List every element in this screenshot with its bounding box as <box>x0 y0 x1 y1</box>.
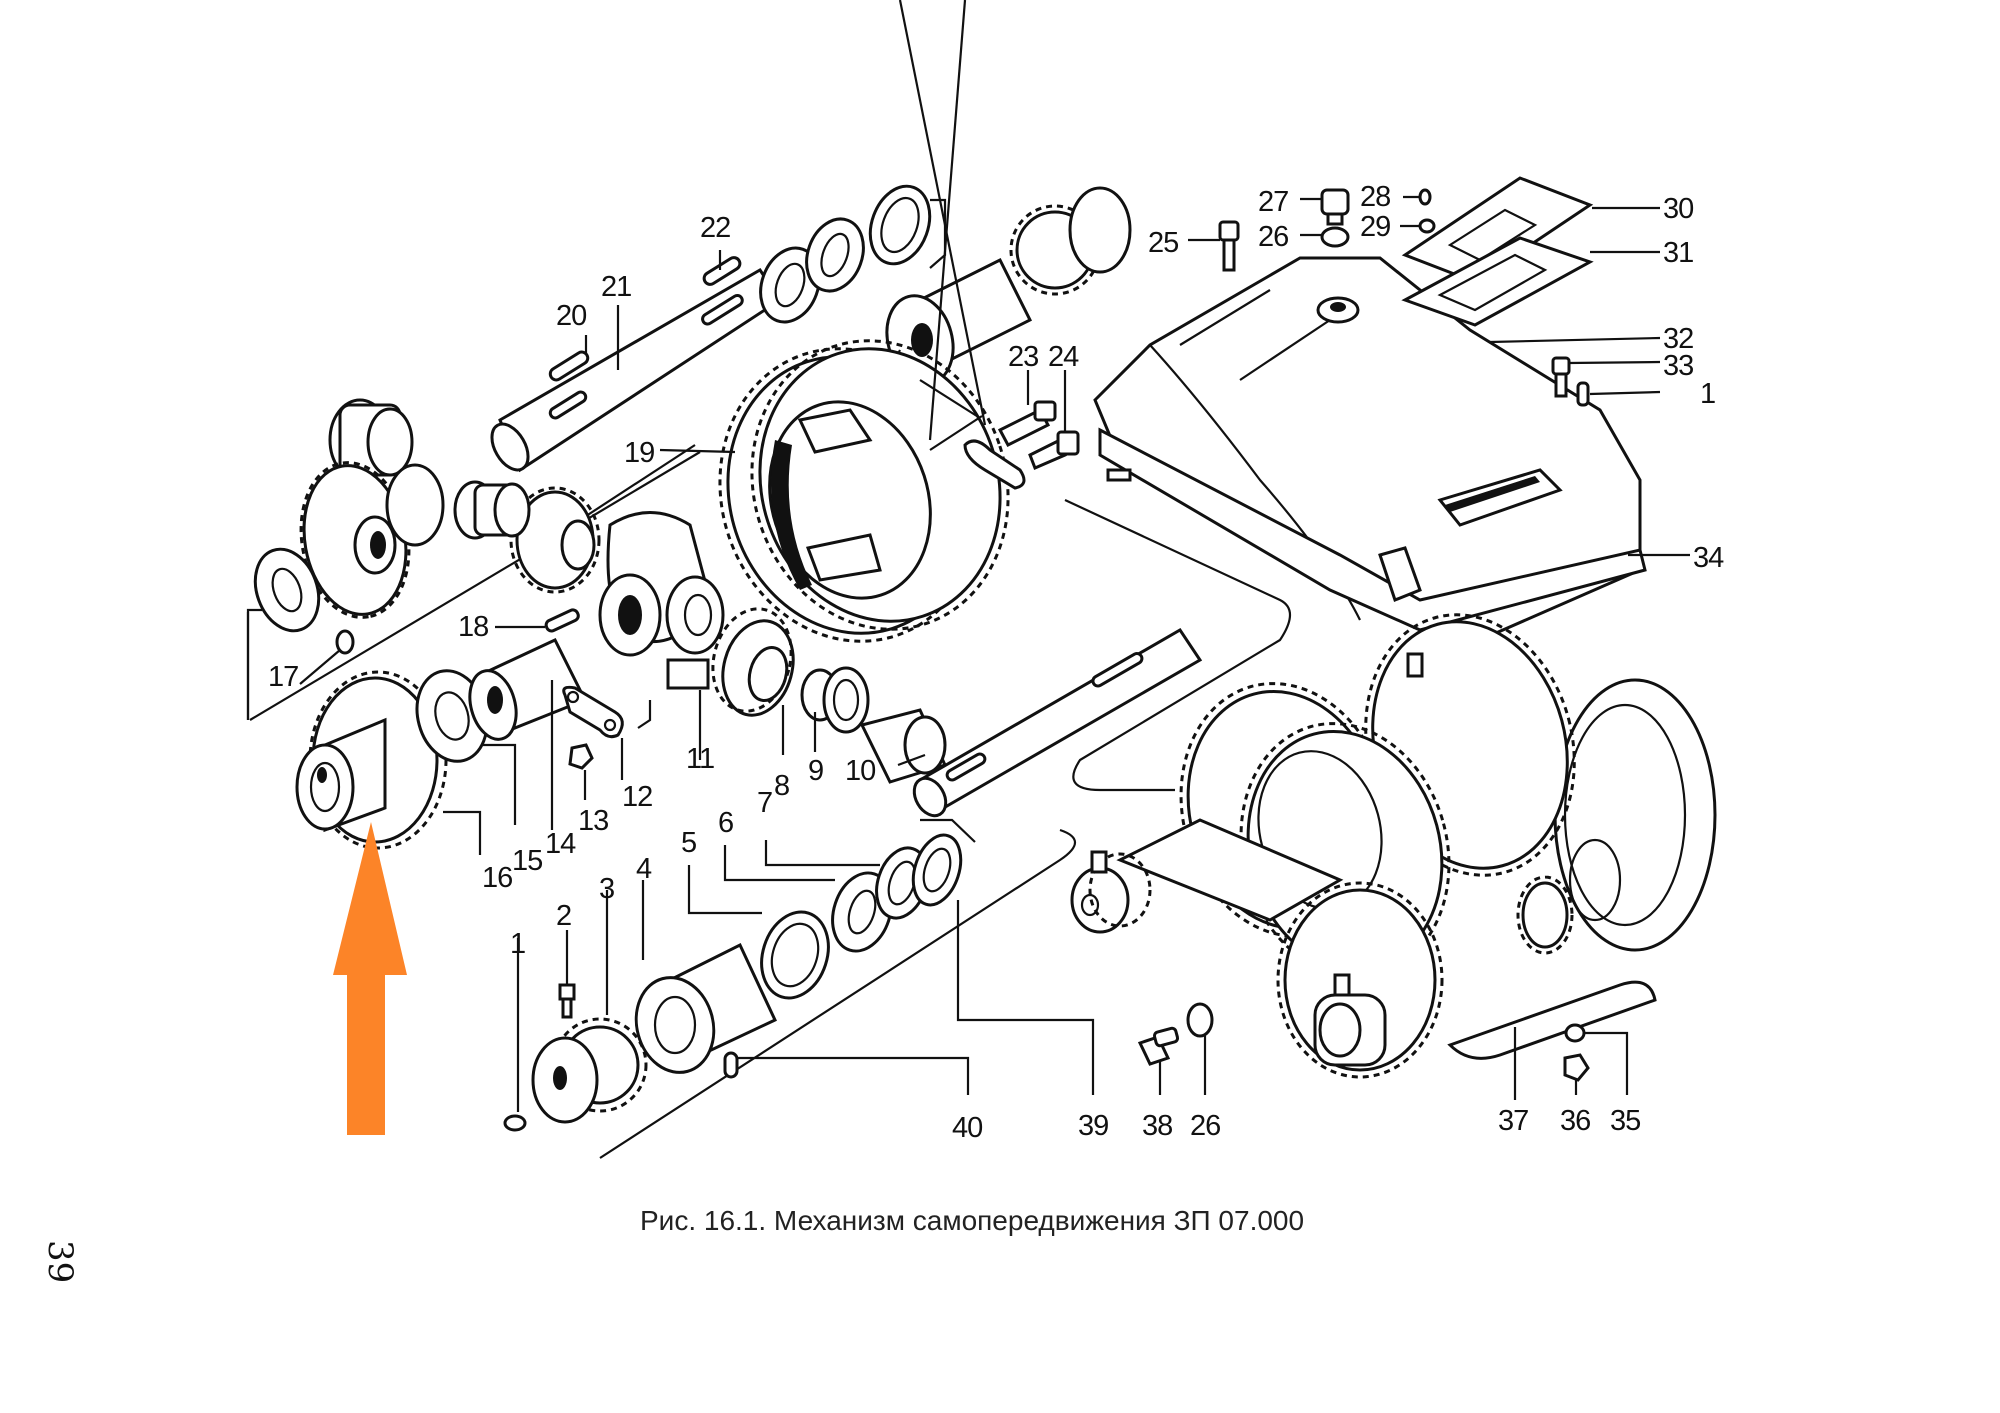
callout-4: 4 <box>636 853 652 885</box>
part-nut-36 <box>1563 1053 1590 1082</box>
callout-19: 19 <box>624 437 654 469</box>
part-bushing-9 <box>800 666 870 734</box>
part-bolt-25 <box>1218 220 1240 272</box>
callout-9: 9 <box>808 755 823 787</box>
part-washer-35 <box>1564 1023 1586 1043</box>
part-bevel-gear-16 <box>295 670 448 850</box>
callout-23: 23 <box>1008 341 1038 373</box>
part-bevel-gear-8 <box>711 607 795 717</box>
callout-39: 39 <box>1078 1110 1108 1142</box>
part-washer-29 <box>1418 218 1436 234</box>
callout-22: 22 <box>700 212 730 244</box>
callout-34: 34 <box>1693 542 1724 574</box>
callout-13: 13 <box>578 805 608 837</box>
callout-3: 3 <box>599 873 614 905</box>
callout-10: 10 <box>845 755 875 787</box>
part-washer-26-bottom <box>1186 1002 1214 1038</box>
part-grease-fitting-1 <box>503 1114 527 1132</box>
part-grease-fitting-1-top <box>1576 381 1590 407</box>
part-spur-gear-19 <box>718 339 1010 643</box>
callout-33: 33 <box>1663 350 1693 382</box>
callout-8: 8 <box>774 770 789 802</box>
highlight-arrow <box>333 822 407 1135</box>
part-washer-5 <box>760 910 830 1000</box>
callout-31: 31 <box>1663 237 1693 269</box>
callout-7: 7 <box>757 787 772 819</box>
callout-26-top: 26 <box>1258 221 1288 253</box>
page-number: 39 <box>40 1240 80 1284</box>
callout-11: 11 <box>686 743 714 775</box>
callout-32: 32 <box>1663 323 1693 355</box>
part-bolt-33 <box>1551 356 1571 398</box>
callout-20: 20 <box>556 300 586 332</box>
callout-5: 5 <box>681 827 696 859</box>
callout-37: 37 <box>1498 1105 1528 1137</box>
part-plug-27 <box>1320 188 1350 226</box>
part-bushing-small <box>453 480 531 540</box>
part-bevel-gear-small <box>509 486 601 594</box>
part-washer-39 <box>911 833 963 907</box>
part-screw-28 <box>1418 188 1432 206</box>
callout-27: 27 <box>1258 186 1288 218</box>
part-pin-18 <box>544 608 580 633</box>
callout-18: 18 <box>458 611 488 643</box>
callout-30: 30 <box>1663 193 1693 225</box>
part-sprocket-3 <box>531 1017 648 1124</box>
callout-21: 21 <box>601 271 631 303</box>
part-final-drive-assembly <box>1070 613 1717 1079</box>
callout-38: 38 <box>1142 1110 1172 1142</box>
part-bolt-38 <box>1137 1026 1180 1066</box>
callout-12: 12 <box>622 781 652 813</box>
part-bolt-2 <box>558 983 576 1019</box>
part-pin-40 <box>723 1051 739 1079</box>
part-washer-26-top <box>1320 226 1350 248</box>
part-set-screw-17 <box>299 629 355 685</box>
part-drive-shaft <box>912 627 1203 818</box>
part-gearbox-cover-34 <box>1093 256 1647 642</box>
part-chain-link <box>963 439 1026 490</box>
callout-25: 25 <box>1148 227 1178 259</box>
part-key-22 <box>702 256 742 286</box>
part-chain-link-12 <box>562 685 624 739</box>
part-sprocket-upper <box>1009 186 1132 296</box>
figure-caption: Рис. 16.1. Механизм самопередвижения ЗП … <box>640 1205 1305 1236</box>
part-shaft-21 <box>490 267 783 473</box>
part-flanged-bushing-top <box>328 398 414 482</box>
part-gasket-31 <box>1401 236 1594 327</box>
callout-14: 14 <box>545 828 576 860</box>
part-nut-13 <box>568 743 594 770</box>
callout-28: 28 <box>1360 181 1390 213</box>
callout-26-bottom: 26 <box>1190 1110 1220 1142</box>
callout-36: 36 <box>1560 1105 1590 1137</box>
callout-6: 6 <box>718 807 733 839</box>
callout-2: 2 <box>556 900 571 932</box>
part-bolt-24 <box>1028 430 1080 470</box>
callout-40: 40 <box>952 1112 982 1144</box>
callout-15: 15 <box>512 845 542 877</box>
callout-1-lower: 1 <box>510 928 525 960</box>
callout-1-upper: 1 <box>1700 378 1715 410</box>
part-bolt-23 <box>997 400 1057 447</box>
part-cover-plate-30 <box>1401 176 1594 284</box>
callout-24: 24 <box>1048 341 1079 373</box>
part-washer-set-upper <box>759 184 932 324</box>
part-differential-housing-11 <box>598 511 725 690</box>
part-bevel-gear-large <box>299 461 445 619</box>
part-bushing-4 <box>634 942 777 1074</box>
callout-29: 29 <box>1360 211 1390 243</box>
part-washer-left <box>253 547 321 633</box>
group-bracket-upper-left <box>246 608 262 720</box>
callout-35: 35 <box>1610 1105 1640 1137</box>
callout-17: 17 <box>268 661 298 693</box>
callout-16: 16 <box>482 862 512 894</box>
